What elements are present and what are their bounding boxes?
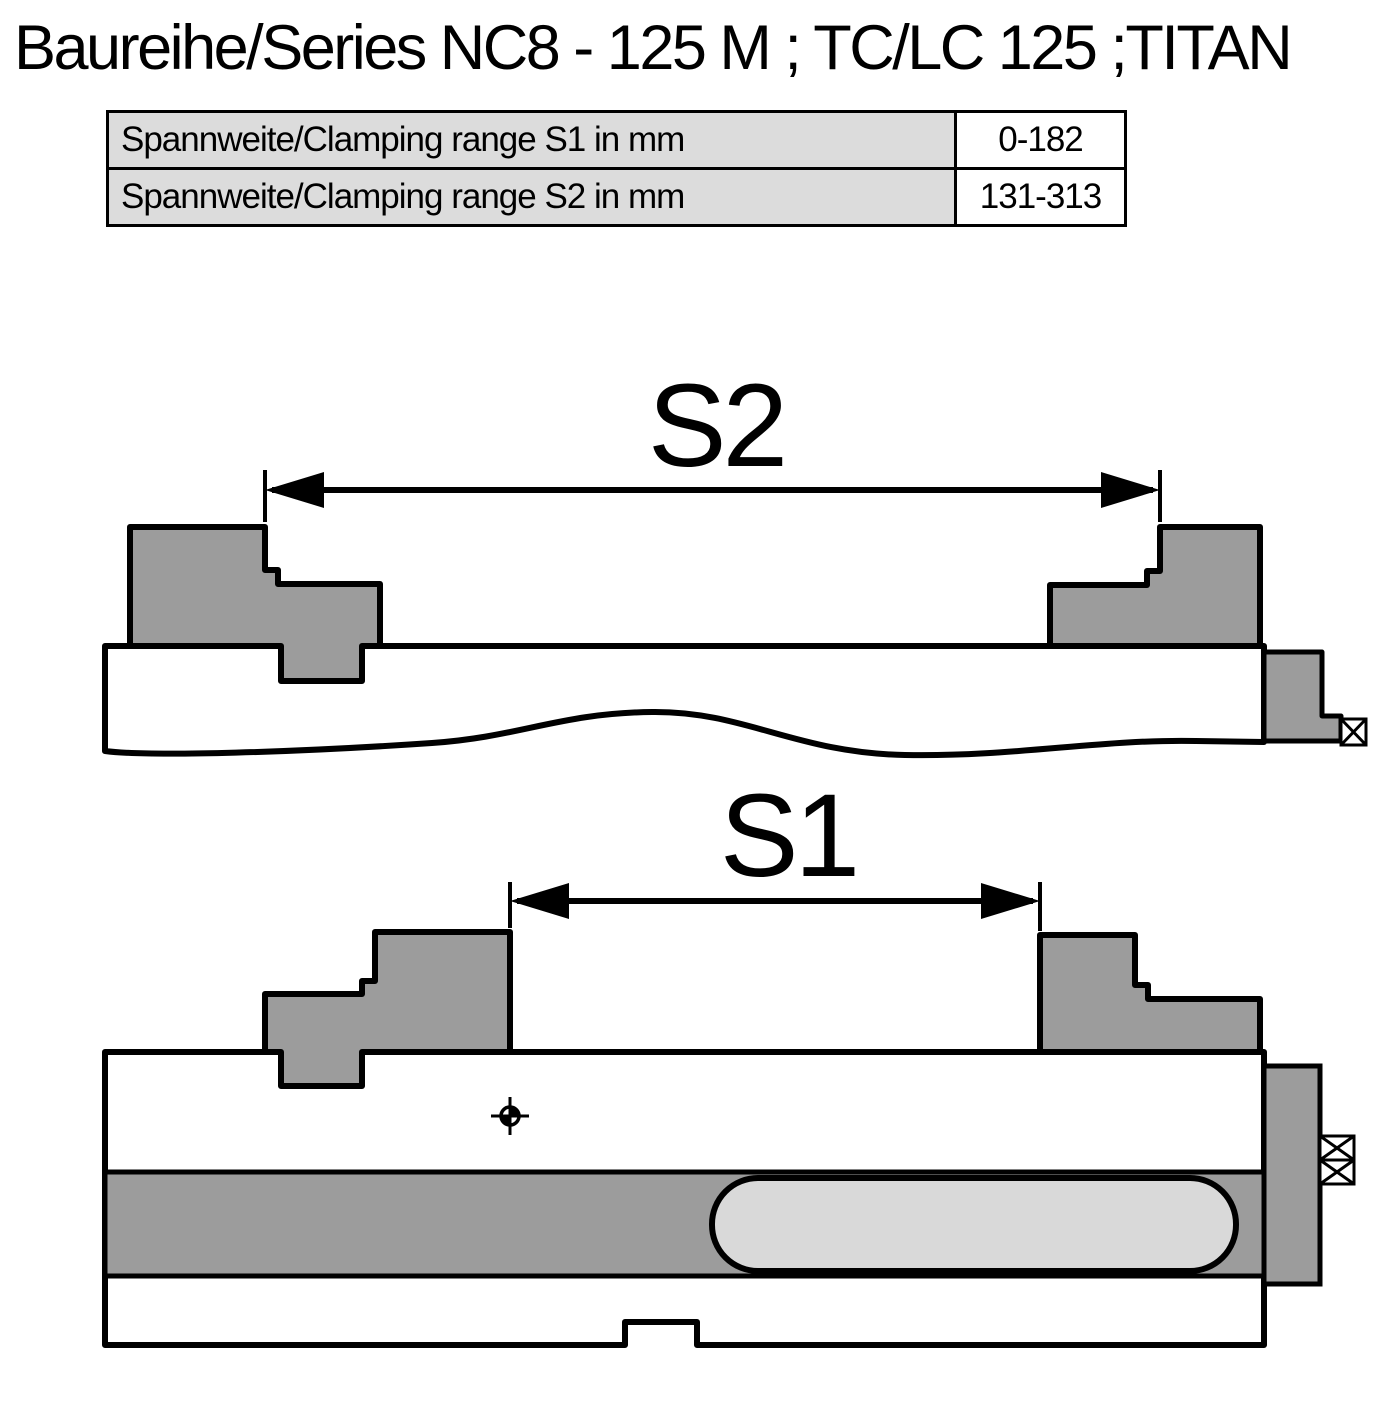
page-title: Baureihe/Series NC8 - 125 M ; TC/LC 125 …	[14, 13, 1293, 83]
row-s1-label: Spannweite/Clamping range S1 in mm	[106, 110, 957, 170]
s1-dimension-label: S1	[720, 770, 856, 902]
bottom-view-left-jaw	[262, 929, 513, 1089]
bottom-view-right-jaw	[1037, 932, 1263, 1055]
s2-view: S2	[102, 360, 1368, 759]
s2-dimension-label: S2	[648, 360, 784, 492]
top-view-knurled-tip-icon	[1339, 717, 1368, 747]
reference-point-icon	[491, 1097, 529, 1135]
table-row-s1: Spannweite/Clamping range S1 in mm 0-182	[106, 110, 1127, 170]
s2-arrowhead-right-icon	[1101, 472, 1160, 508]
row-s2-value: 131-313	[954, 167, 1127, 227]
s2-arrowhead-left-icon	[265, 472, 324, 508]
row-s1-value: 0-182	[954, 110, 1127, 170]
s1-arrowhead-left-icon	[510, 883, 569, 919]
bottom-view-slot	[709, 1175, 1239, 1274]
s1-arrowhead-right-icon	[981, 883, 1040, 919]
s2-dimension: S2	[263, 360, 1162, 522]
bottom-view-knurled-tip-icon	[1318, 1134, 1356, 1186]
row-s2-label: Spannweite/Clamping range S2 in mm	[106, 167, 957, 227]
top-view-right-jaw	[1047, 524, 1263, 649]
bottom-view-spindle-housing	[1261, 1063, 1323, 1287]
top-view-left-jaw	[127, 524, 383, 684]
s1-view: S1	[102, 770, 1356, 1348]
clamping-range-table: Spannweite/Clamping range S1 in mm 0-182…	[106, 110, 1127, 227]
top-view-body	[102, 643, 1267, 759]
top-view-spindle-end	[1261, 649, 1344, 744]
s1-dimension: S1	[508, 770, 1042, 931]
table-row-s2: Spannweite/Clamping range S2 in mm 131-3…	[106, 167, 1127, 227]
